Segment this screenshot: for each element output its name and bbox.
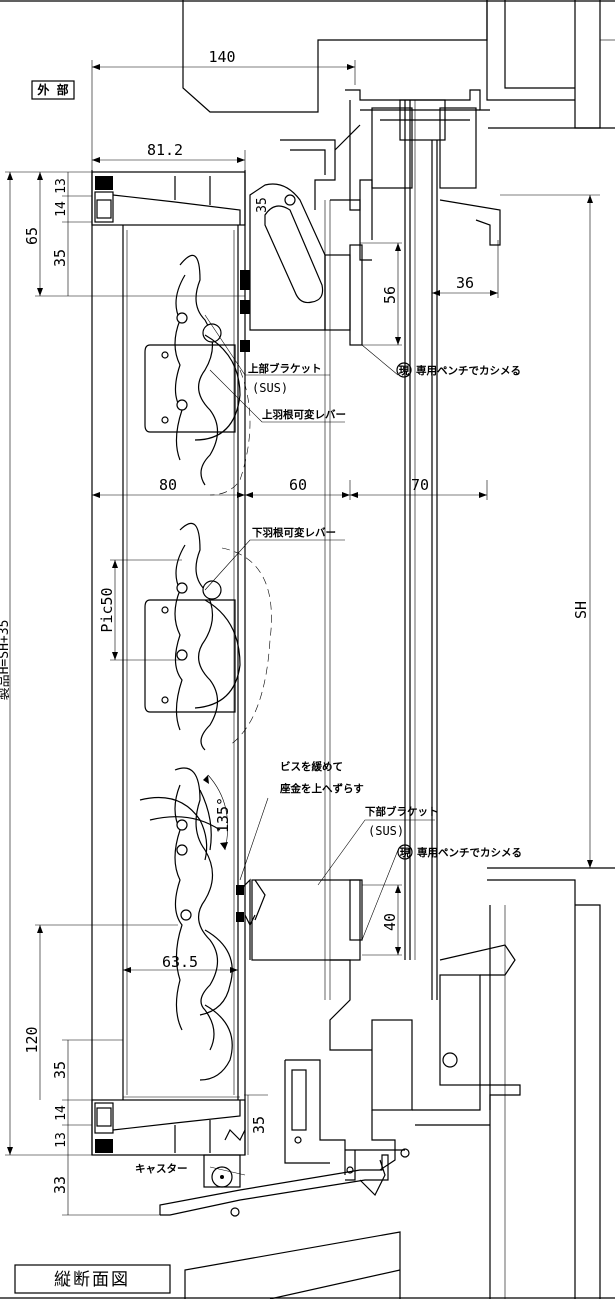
exterior-label-box bbox=[31, 80, 75, 100]
title-box bbox=[14, 1264, 171, 1294]
crimp-circle-lower-text: 現 bbox=[400, 847, 411, 859]
screw-note-line2: 座金を上へずらす bbox=[279, 782, 364, 795]
dimension-lines bbox=[5, 60, 600, 1216]
dim-35-bottom-right: 35 bbox=[250, 1116, 268, 1134]
upper-lever-label: 上羽根可変レバー bbox=[262, 408, 346, 421]
dim-14-bottom: 14 bbox=[54, 1105, 69, 1121]
exterior-label: 外 部 bbox=[37, 82, 68, 97]
caster bbox=[159, 1128, 389, 1217]
dim-81-2: 81.2 bbox=[147, 141, 183, 159]
labels: 外 部 上部ブラケット (SUS) 上羽根可変レバー 下羽根可変レバー 現 専用… bbox=[14, 80, 522, 1294]
crimp-circle-upper bbox=[396, 362, 412, 378]
lower-bracket-material: (SUS) bbox=[368, 824, 404, 838]
upper-bracket-label: 上部ブラケット bbox=[248, 362, 322, 375]
dim-13-bottom: 13 bbox=[54, 1132, 69, 1148]
dim-60: 60 bbox=[289, 476, 307, 494]
dim-35-bottom: 35 bbox=[51, 1061, 69, 1079]
caster-label: キャスター bbox=[135, 1163, 188, 1175]
window-frame-section bbox=[280, 89, 521, 1197]
dim-35-top: 35 bbox=[51, 249, 69, 267]
dim-135-angle: 135° bbox=[214, 797, 232, 833]
dim-63-5: 63.5 bbox=[162, 953, 198, 971]
leader-lines bbox=[204, 314, 435, 1176]
dim-140: 140 bbox=[208, 48, 235, 66]
crimp-circle-upper-text: 現 bbox=[399, 365, 410, 377]
dim-13-top: 13 bbox=[54, 178, 69, 194]
dim-80: 80 bbox=[159, 476, 177, 494]
dim-35-bracket: 35 bbox=[255, 197, 270, 213]
dim-product-height: 製品H=SH+35 bbox=[0, 620, 12, 701]
drawing-title: 縦断面図 bbox=[54, 1270, 130, 1290]
louver-blades bbox=[139, 254, 272, 1081]
dim-120: 120 bbox=[23, 1026, 41, 1053]
crimp-note-lower: 専用ペンチでカシメる bbox=[417, 846, 522, 859]
louver-frame bbox=[91, 170, 246, 1156]
dim-40: 40 bbox=[381, 913, 399, 931]
dim-36: 36 bbox=[456, 274, 474, 292]
crimp-circle-lower bbox=[397, 844, 413, 860]
lower-bracket-label: 下部ブラケット bbox=[365, 805, 439, 818]
upper-bracket-material: (SUS) bbox=[252, 381, 288, 395]
crimp-note-upper: 専用ペンチでカシメる bbox=[416, 364, 521, 377]
dimension-values: 140 81.2 13 14 35 65 35 56 36 80 60 70 P… bbox=[0, 48, 590, 1194]
lower-lever-label: 下羽根可変レバー bbox=[252, 526, 336, 539]
dim-14-top: 14 bbox=[54, 201, 69, 217]
dim-pitch: Pic50 bbox=[98, 587, 116, 632]
dim-70: 70 bbox=[411, 476, 429, 494]
upper-bracket bbox=[240, 183, 363, 352]
lower-bracket bbox=[236, 878, 363, 961]
dim-56: 56 bbox=[381, 286, 399, 304]
dim-sh: SH bbox=[572, 601, 590, 619]
dim-33: 33 bbox=[51, 1176, 69, 1194]
dim-65: 65 bbox=[23, 227, 41, 245]
screw-note-line1: ビスを緩めて bbox=[280, 760, 343, 773]
